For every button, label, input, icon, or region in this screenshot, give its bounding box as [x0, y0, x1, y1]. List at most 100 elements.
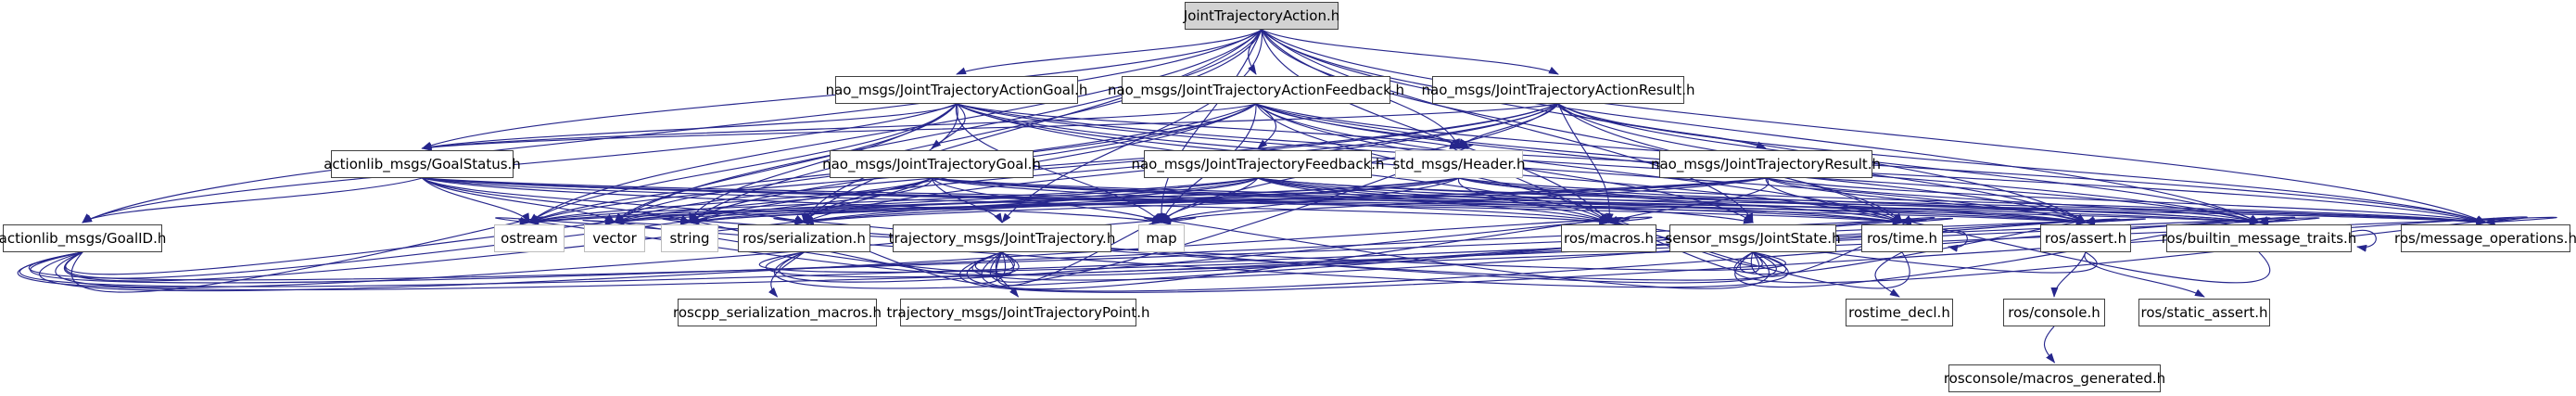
- graph-node-label: ros/console.h: [2008, 303, 2100, 321]
- graph-edge-result-to-vector: [614, 177, 1767, 225]
- graph-node-label: string: [669, 229, 710, 247]
- graph-node-header[interactable]: std_msgs/Header.h: [1392, 150, 1526, 178]
- graph-node-label: roscpp_serialization_macros.h: [673, 303, 882, 321]
- graph-node-jointstate[interactable]: sensor_msgs/JointState.h: [1665, 224, 1841, 252]
- graph-node-root[interactable]: JointTrajectoryAction.h: [1184, 2, 1339, 30]
- graph-edge-time-to-rostimedecl: [1874, 251, 1903, 298]
- graph-edge-goalstatus-to-goalid: [82, 177, 423, 224]
- graph-edge-assert-to-console: [2050, 251, 2087, 298]
- graph-node-label: rostime_decl.h: [1848, 303, 1950, 321]
- graph-node-macros[interactable]: ros/macros.h: [1561, 224, 1656, 252]
- graph-node-feedback[interactable]: nao_msgs/JointTrajectoryFeedback.h: [1131, 150, 1385, 178]
- graph-edge-result-to-assert: [1765, 177, 2087, 224]
- graph-edge-header-to-traits: [1458, 177, 2260, 225]
- graph-edge-jointstate-to-traits: [1734, 216, 2271, 288]
- graph-node-rostimedecl[interactable]: rostime_decl.h: [1846, 299, 1953, 326]
- graph-node-label: map: [1146, 229, 1177, 247]
- graph-node-label: nao_msgs/JointTrajectoryResult.h: [1650, 155, 1882, 172]
- graph-node-goal[interactable]: nao_msgs/JointTrajectoryGoal.h: [822, 150, 1041, 178]
- graph-node-rossermac[interactable]: roscpp_serialization_macros.h: [673, 299, 882, 326]
- graph-node-rcmacros[interactable]: rosconsole/macros_generated.h: [1944, 364, 2165, 392]
- graph-edge-actres-to-goalstatus: [421, 103, 1559, 151]
- graph-edge-feedback-to-serial: [803, 177, 1259, 224]
- graph-edge-traits-to-time: [1892, 215, 2270, 284]
- graph-node-traits[interactable]: ros/builtin_message_traits.h: [2162, 224, 2356, 252]
- graph-edge-jointstate-to-string: [662, 217, 1787, 281]
- graph-edge-actfb-to-goalstatus: [421, 103, 1257, 151]
- graph-node-label: nao_msgs/JointTrajectoryFeedback.h: [1131, 155, 1385, 172]
- graph-edge-root-to-map: [1157, 29, 1263, 224]
- graph-node-label: ros/assert.h: [2044, 229, 2127, 247]
- graph-edge-traits-to-traits: [2351, 229, 2377, 252]
- graph-edge-header-to-map: [1161, 177, 1460, 224]
- graph-node-label: actionlib_msgs/GoalID.h: [0, 229, 167, 247]
- graph-edge-result-to-time: [1765, 177, 1903, 224]
- graph-edge-result-to-map: [1161, 177, 1767, 224]
- graph-edge-goalstatus-to-map: [422, 177, 1162, 225]
- graph-edge-goalstatus-to-msgops: [422, 177, 2487, 226]
- graph-node-console[interactable]: ros/console.h: [2003, 299, 2105, 326]
- graph-edge-header-to-macros: [1458, 177, 1610, 224]
- graph-node-label: rosconsole/macros_generated.h: [1943, 369, 2166, 387]
- graph-node-goalstatus[interactable]: actionlib_msgs/GoalStatus.h: [324, 150, 521, 178]
- graph-node-actres[interactable]: nao_msgs/JointTrajectoryActionResult.h: [1422, 76, 1695, 104]
- graph-edge-jointstate-to-macros: [1599, 213, 1760, 274]
- graph-edge-actres-to-vector: [614, 103, 1559, 224]
- graph-edge-result-to-msgops: [1765, 177, 2487, 224]
- graph-edge-root-to-actgoal: [956, 29, 1263, 75]
- graph-node-string[interactable]: string: [661, 224, 718, 252]
- graph-edge-result-to-string: [689, 177, 1767, 225]
- graph-edge-feedback-to-time: [1257, 177, 1903, 225]
- graph-edge-actgoal-to-traits: [956, 103, 2260, 224]
- graph-edge-root-to-msgops: [1261, 29, 2487, 224]
- graph-edge-result-to-traits: [1765, 177, 2260, 224]
- graph-node-label: ros/serialization.h: [742, 229, 866, 247]
- graph-node-label: actionlib_msgs/GoalStatus.h: [324, 155, 521, 172]
- graph-node-result[interactable]: nao_msgs/JointTrajectoryResult.h: [1651, 150, 1881, 178]
- graph-edge-goal-to-traits: [931, 177, 2260, 226]
- graph-edge-console-to-rcmacros: [2044, 326, 2056, 364]
- graph-edge-root-to-traits: [1261, 29, 2260, 224]
- graph-node-label: sensor_msgs/JointState.h: [1665, 229, 1841, 247]
- graph-node-msgops[interactable]: ros/message_operations.h: [2394, 224, 2576, 252]
- graph-node-label: trajectory_msgs/JointTrajectory.h: [888, 229, 1116, 247]
- graph-edge-feedback-to-assert: [1257, 177, 2087, 225]
- graph-node-assert[interactable]: ros/assert.h: [2040, 224, 2131, 252]
- graph-node-serial[interactable]: ros/serialization.h: [738, 224, 870, 252]
- graph-node-actgoal[interactable]: nao_msgs/JointTrajectoryActionGoal.h: [826, 76, 1087, 104]
- graph-node-label: ros/macros.h: [1563, 229, 1655, 247]
- graph-node-trajpoint[interactable]: trajectory_msgs/JointTrajectoryPoint.h: [886, 299, 1150, 326]
- graph-node-label: nao_msgs/JointTrajectoryActionFeedback.h: [1107, 81, 1405, 98]
- graph-node-label: trajectory_msgs/JointTrajectoryPoint.h: [886, 303, 1150, 321]
- graph-node-trajmsg[interactable]: trajectory_msgs/JointTrajectory.h: [889, 224, 1115, 252]
- graph-edge-jointstate-to-msgops: [1733, 217, 2509, 284]
- graph-edge-jointstate-to-assert: [1740, 216, 2096, 275]
- graph-node-label: ros/static_assert.h: [2140, 303, 2268, 321]
- graph-node-label: std_msgs/Header.h: [1392, 155, 1526, 172]
- graph-edge-goal-to-trajmsg: [931, 177, 1003, 224]
- graph-node-label: vector: [592, 229, 637, 247]
- graph-edge-header-to-msgops: [1458, 177, 2487, 225]
- graph-edge-actgoal-to-header: [956, 103, 1460, 149]
- graph-edge-jointstate-to-time: [1750, 215, 1912, 277]
- graph-edge-assert-to-macros: [1593, 217, 2098, 274]
- graph-node-staticassert[interactable]: ros/static_assert.h: [2138, 299, 2270, 326]
- graph-edge-actgoal-to-goal: [931, 103, 966, 149]
- graph-node-actfb[interactable]: nao_msgs/JointTrajectoryActionFeedback.h: [1108, 76, 1404, 104]
- graph-edge-root-to-goalid: [82, 29, 1263, 224]
- graph-node-vector[interactable]: vector: [584, 224, 645, 252]
- graph-edge-feedback-to-ostream: [528, 177, 1259, 224]
- graph-node-label: ostream: [501, 229, 558, 247]
- graph-node-label: ros/message_operations.h: [2394, 229, 2576, 247]
- graph-edge-feedback-to-vector: [614, 177, 1259, 224]
- graph-edge-actgoal-to-goalstatus: [421, 103, 958, 151]
- graph-node-goalid[interactable]: actionlib_msgs/GoalID.h: [0, 224, 166, 252]
- graph-node-map[interactable]: map: [1138, 224, 1185, 252]
- graph-edge-actres-to-string: [689, 103, 1559, 224]
- graph-edge-trajmsg-to-header: [990, 142, 1474, 283]
- graph-edge-feedback-to-jointstate: [1257, 177, 1754, 224]
- graph-edge-result-to-macros: [1607, 177, 1770, 224]
- graph-node-ostream[interactable]: ostream: [494, 224, 565, 252]
- graph-node-time[interactable]: ros/time.h: [1861, 224, 1943, 252]
- graph-edge-root-to-actres: [1261, 29, 1559, 75]
